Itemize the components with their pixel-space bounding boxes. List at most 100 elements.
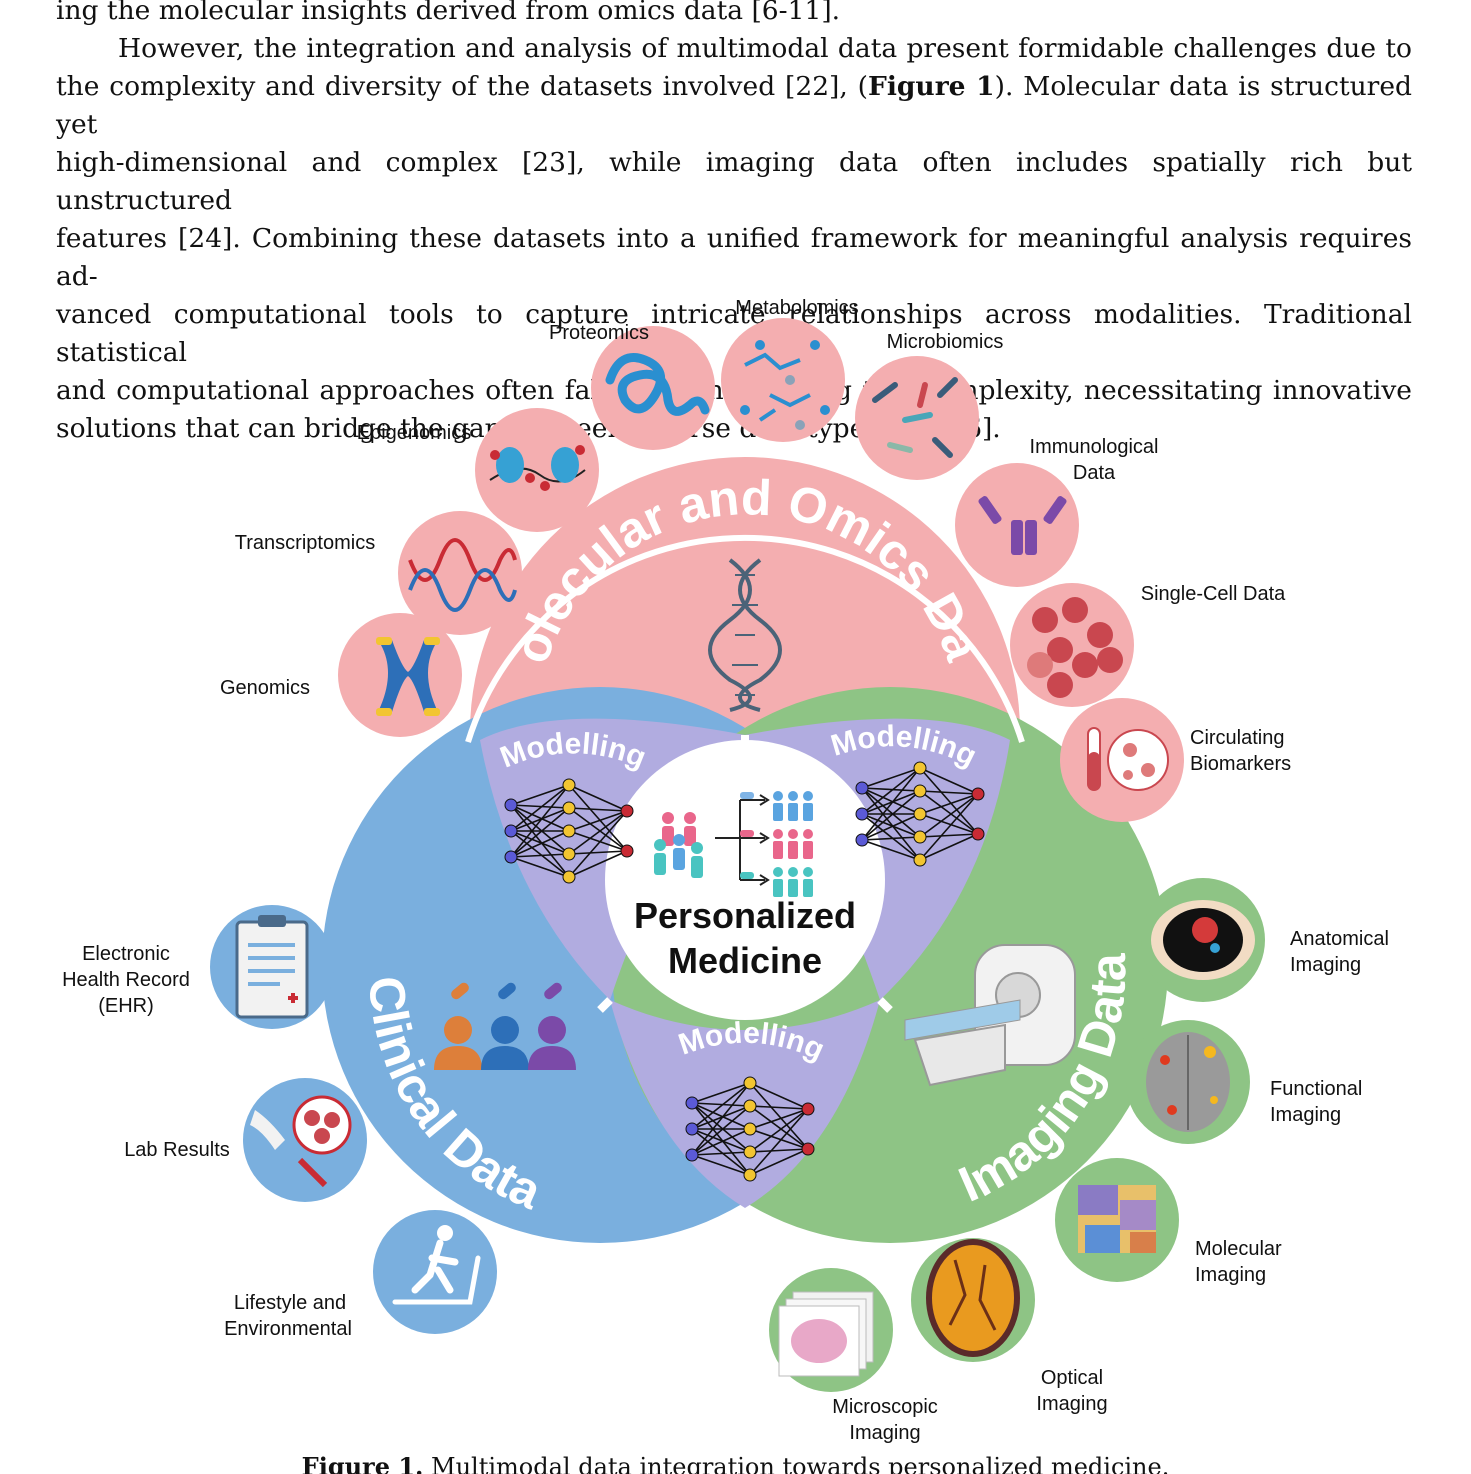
epigenomics-circle[interactable]: [475, 408, 599, 532]
network-edge: [919, 833, 979, 838]
center-title-line1: Personalized: [634, 895, 856, 936]
neural-network-icon: [855, 761, 985, 867]
microbes-icon: [872, 377, 958, 458]
satellite-labels: Genomics Transcriptomics Epigenomics Pro…: [62, 297, 1389, 1444]
pill-icon: [740, 872, 754, 879]
network-node: [504, 850, 518, 864]
network-edge: [510, 784, 570, 806]
ct-scanner-icon: [904, 944, 1076, 1087]
network-node: [562, 801, 576, 815]
label-health-record: Health Record: [62, 969, 190, 991]
paragraph-0: ing the molecular insights derived from …: [56, 0, 1412, 30]
network-node: [504, 824, 518, 838]
network-node: [913, 807, 927, 821]
network-edge: [861, 767, 921, 789]
metabolomics-circle[interactable]: [721, 318, 845, 442]
double-helix-icon: [408, 538, 517, 612]
network-edge: [691, 1105, 751, 1130]
network-edge: [568, 807, 628, 812]
network-edge: [919, 833, 979, 861]
caption-text: Multimodal data integration towards pers…: [423, 1453, 1170, 1474]
text-line: high-dimensional and complex [23], while…: [56, 147, 1412, 216]
nucleosome-icon: [489, 445, 586, 491]
network-edge: [919, 790, 979, 835]
label-lab-results: Lab Results: [124, 1139, 230, 1161]
transcriptomics-circle[interactable]: [398, 511, 522, 635]
chromosome-icon: [376, 637, 440, 716]
network-edge: [510, 804, 570, 809]
label-molecular: Molecular: [1195, 1238, 1282, 1260]
network-edge: [749, 1148, 809, 1153]
network-edge: [749, 1082, 809, 1110]
network-node: [801, 1102, 815, 1116]
network-edge: [749, 1108, 809, 1153]
network-edge: [691, 1128, 751, 1176]
label-optical: Optical: [1041, 1367, 1103, 1389]
label-molecular-imaging: Imaging: [1195, 1264, 1266, 1286]
network-edge: [749, 1105, 809, 1110]
network-node: [743, 1076, 757, 1090]
network-node: [913, 830, 927, 844]
network-edge: [919, 767, 979, 795]
network-edge: [568, 784, 628, 812]
cells-icon: [1027, 597, 1123, 698]
network-edge: [861, 787, 921, 792]
figure-caption: Figure 1. Multimodal data integration to…: [0, 1452, 1471, 1474]
label-immunological: Immunological: [1030, 436, 1159, 458]
network-edge: [568, 810, 628, 832]
text-line: ing the molecular insights derived from …: [56, 0, 841, 26]
network-edge: [691, 1102, 751, 1107]
network-node: [855, 781, 869, 795]
network-edge: [749, 1082, 809, 1150]
text-fragment: ). Molecular data is structured yet: [56, 71, 1412, 140]
network-node: [855, 833, 869, 847]
network-node: [913, 853, 927, 867]
network-edge: [749, 1108, 809, 1176]
label-electronic: Electronic: [82, 943, 170, 965]
network-edge: [691, 1128, 751, 1156]
network-edge: [510, 830, 570, 858]
label-immunological-data: Data: [1073, 462, 1116, 484]
network-node: [562, 847, 576, 861]
network-node: [562, 824, 576, 838]
network-edge: [861, 813, 921, 838]
clipboard-icon: [235, 915, 309, 1019]
network-edge: [919, 793, 979, 838]
figure-reference[interactable]: Figure 1: [868, 71, 995, 102]
network-edge: [510, 830, 570, 878]
molecules-icon: [740, 340, 830, 430]
imaging-satellites: [769, 878, 1265, 1392]
network-edge: [861, 813, 921, 861]
patients-icon: [434, 982, 576, 1070]
network-edge: [749, 1105, 809, 1150]
network-edge: [749, 1108, 809, 1130]
center-title-line2: Medicine: [668, 940, 822, 981]
network-node: [743, 1122, 757, 1136]
label-circulating: Circulating: [1190, 727, 1284, 749]
network-node: [620, 804, 634, 818]
network-edge: [510, 807, 570, 832]
network-edge: [919, 793, 979, 861]
lifestyle-circle[interactable]: [373, 1210, 497, 1334]
label-optical-imaging: Imaging: [1036, 1393, 1107, 1415]
label-proteomics: Proteomics: [549, 322, 649, 344]
network-edge: [510, 804, 570, 855]
proteomics-circle[interactable]: [591, 326, 715, 450]
optical-brain-icon: [926, 1239, 1020, 1357]
network-edge: [919, 790, 979, 795]
antibody-icon: [978, 496, 1067, 555]
network-edge: [919, 793, 979, 815]
network-edge: [691, 1154, 751, 1176]
network-edge: [861, 790, 921, 841]
network-edge: [510, 784, 570, 832]
text-fragment: the complexity and diversity of the data…: [56, 71, 869, 102]
network-edge: [691, 1128, 751, 1153]
multimodal-diagram: Molecular and Omics Data Clinical Data I…: [0, 290, 1389, 1444]
network-edge: [861, 836, 921, 841]
label-functional-imaging: Imaging: [1270, 1104, 1341, 1126]
network-edge: [568, 807, 628, 852]
network-edge: [749, 1148, 809, 1176]
network-edge: [691, 1151, 751, 1156]
network-node: [913, 784, 927, 798]
